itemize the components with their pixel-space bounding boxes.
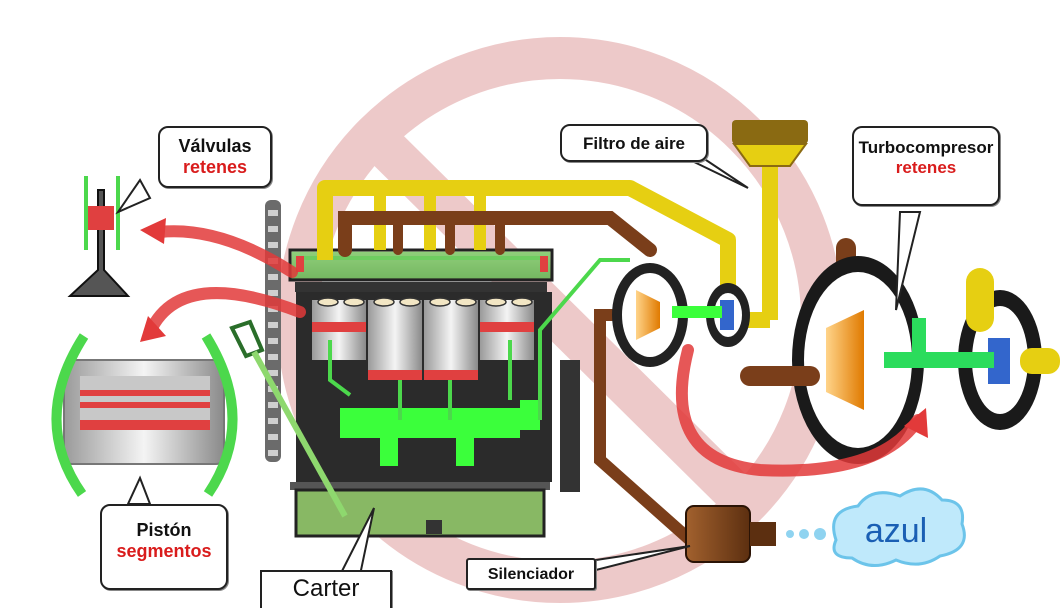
smoke-cloud: azul — [834, 489, 965, 566]
callout-turbo: Turbocompresor retenes — [852, 126, 1000, 206]
callout-valvulas: Válvulas retenes — [158, 126, 272, 188]
callout-filtro-title: Filtro de aire — [562, 134, 706, 154]
valve-illustration — [70, 176, 128, 296]
callout-silenciador-title: Silenciador — [468, 566, 594, 584]
callout-carter: Carter — [260, 570, 392, 608]
callout-turbo-title: Turbocompresor — [854, 138, 998, 158]
callout-piston-title: Pistón — [102, 520, 226, 541]
smoke-dots — [786, 528, 826, 540]
callout-filtro: Filtro de aire — [560, 124, 708, 162]
callout-piston: Pistón segmentos — [100, 504, 228, 590]
piston-illustration — [56, 336, 232, 494]
callout-turbo-sub: retenes — [854, 158, 998, 178]
callout-valvulas-sub: retenes — [160, 157, 270, 178]
flywheel — [560, 360, 580, 492]
callout-valvulas-title: Válvulas — [160, 136, 270, 157]
callout-silenciador: Silenciador — [466, 558, 596, 590]
timing-chain — [265, 200, 281, 462]
callout-piston-sub: segmentos — [102, 541, 226, 562]
smoke-cloud-label: azul — [865, 512, 927, 550]
callout-carter-title: Carter — [262, 575, 390, 603]
